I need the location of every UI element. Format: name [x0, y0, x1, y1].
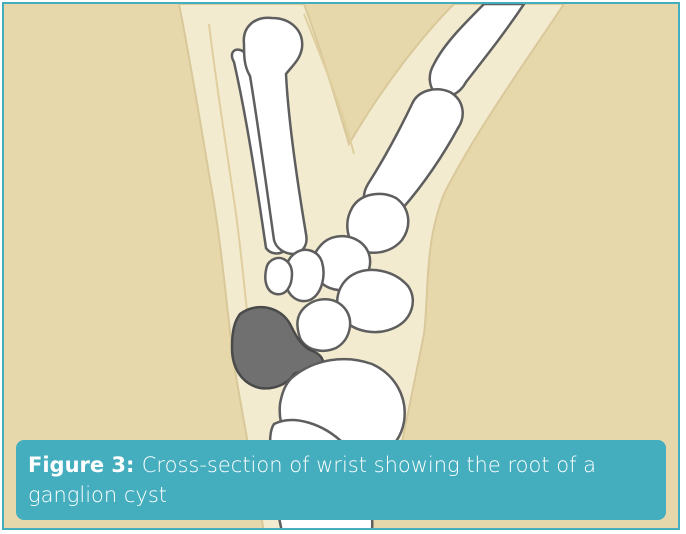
carpal-bone-hamate: [265, 258, 292, 294]
figure-frame: Figure 3: Cross-section of wrist showing…: [2, 2, 680, 530]
carpal-bone-lunate: [297, 299, 350, 351]
figure-label: Figure 3:: [28, 453, 142, 477]
figure-caption: Figure 3: Cross-section of wrist showing…: [16, 440, 666, 520]
